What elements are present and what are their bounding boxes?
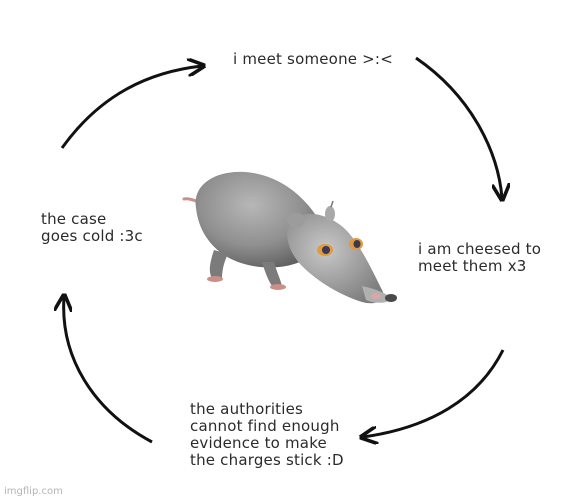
arrow-bottom-to-left xyxy=(64,297,153,444)
arrow-left-to-top xyxy=(60,66,202,149)
arrow-right-to-bottom xyxy=(363,349,505,437)
cycle-step-authorities: the authorities cannot find enough evide… xyxy=(190,400,344,469)
cycle-step-meet: i meet someone >:< xyxy=(233,50,393,68)
arrow-top-to-right xyxy=(415,56,502,198)
cycle-step-case-cold: the case goes cold :3c xyxy=(41,210,143,245)
rat-icon xyxy=(182,171,397,304)
cycle-step-cheesed: i am cheesed to meet them x3 xyxy=(418,240,542,275)
watermark: imgflip.com xyxy=(4,486,63,497)
